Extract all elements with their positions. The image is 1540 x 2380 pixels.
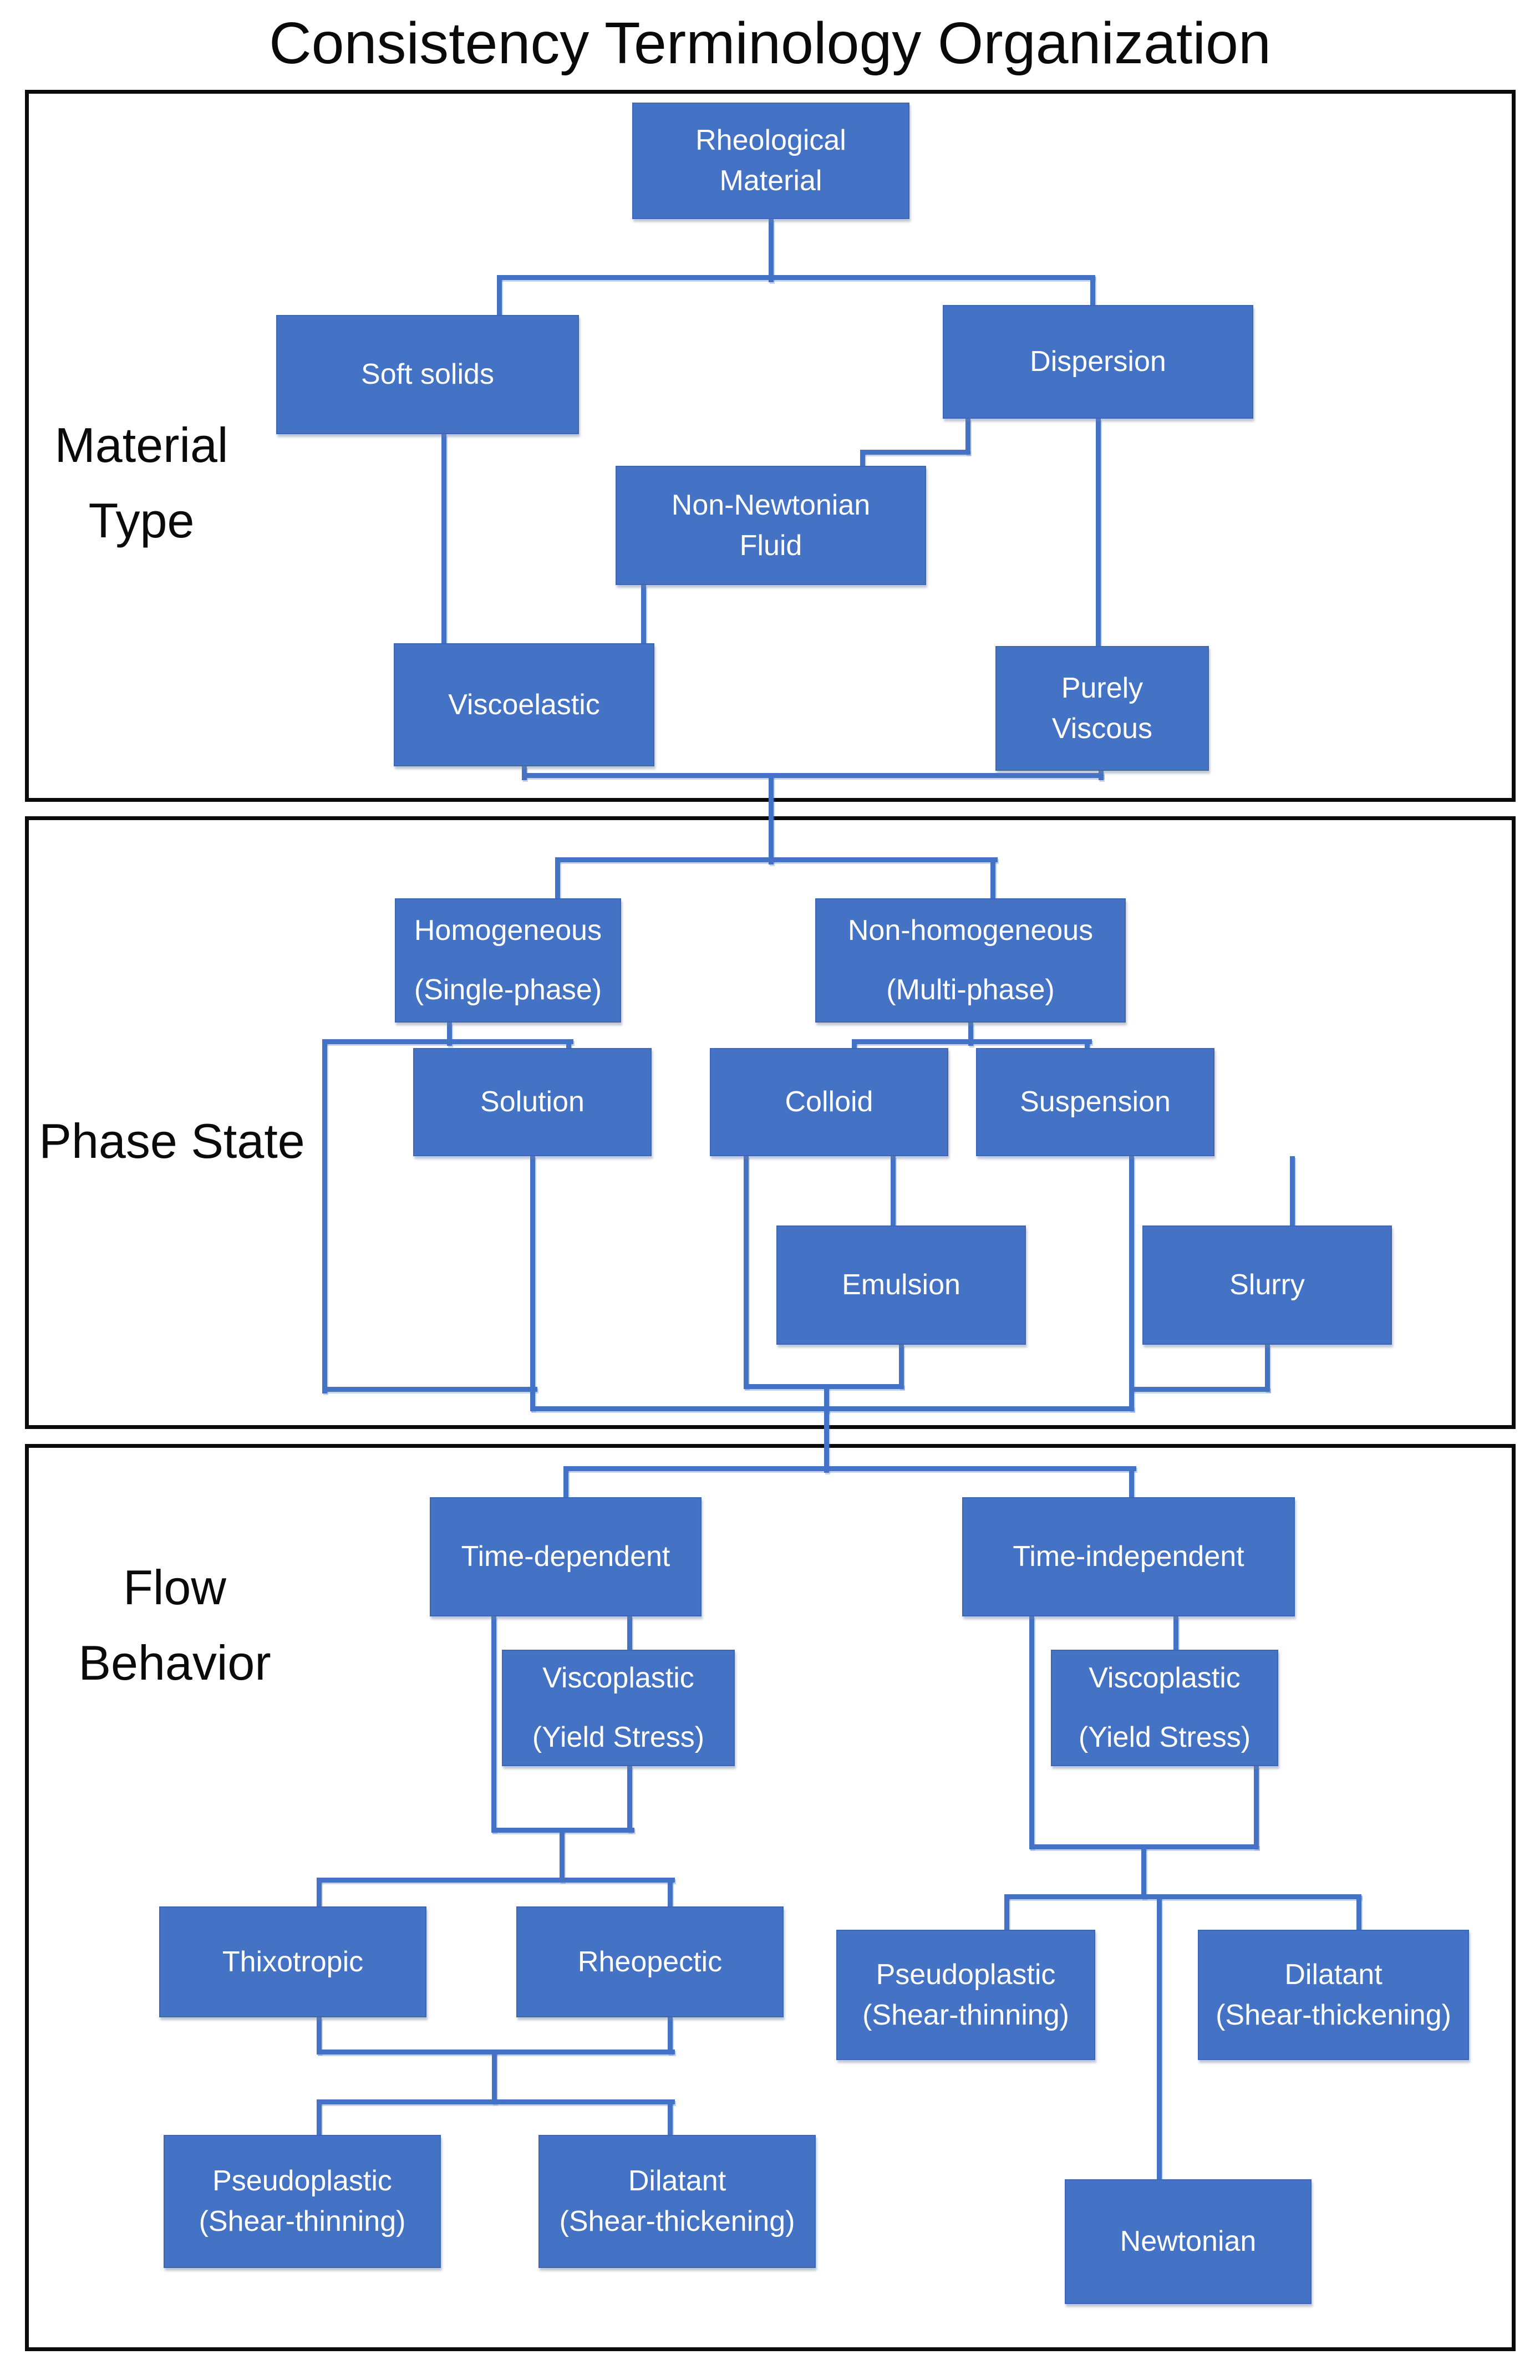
node-solution: Solution xyxy=(413,1048,652,1156)
connector-segment xyxy=(1141,1844,1146,1899)
connector-segment xyxy=(317,2017,322,2054)
connector-segment xyxy=(322,1039,327,1394)
connector-segment xyxy=(1157,1894,1162,2179)
node-dilatant-right: Dilatant (Shear-thickening) xyxy=(1198,1930,1469,2060)
connector-segment xyxy=(965,419,970,454)
node-newtonian: Newtonian xyxy=(1065,2179,1312,2304)
node-time-dependent: Time-dependent xyxy=(430,1497,702,1616)
connector-segment xyxy=(522,773,1104,778)
connector-segment xyxy=(1004,1894,1009,1932)
node-viscoplastic-right: Viscoplastic (Yield Stress) xyxy=(1051,1650,1278,1766)
connector-segment xyxy=(491,1616,496,1832)
connector-segment xyxy=(668,1878,673,1909)
connector-segment xyxy=(899,1345,904,1389)
connector-segment xyxy=(744,1156,749,1389)
connector-segment xyxy=(627,1766,632,1832)
connector-segment xyxy=(860,450,865,468)
connector-segment xyxy=(1090,275,1095,307)
node-time-independent: Time-independent xyxy=(962,1497,1295,1616)
connector-segment xyxy=(563,1466,1136,1471)
page-title: Consistency Terminology Organization xyxy=(269,11,1271,76)
connector-segment xyxy=(1096,419,1101,646)
node-dilatant-left: Dilatant (Shear-thickening) xyxy=(538,2135,816,2268)
connector-segment xyxy=(744,1384,904,1389)
connector-segment xyxy=(627,1616,632,1650)
connector-segment xyxy=(317,2099,675,2104)
connector-segment xyxy=(968,1023,973,1046)
connector-segment xyxy=(563,1466,568,1499)
node-rheological-material: Rheological Material xyxy=(632,103,909,219)
connector-segment xyxy=(891,1156,896,1225)
node-viscoplastic-left: Viscoplastic (Yield Stress) xyxy=(502,1650,735,1766)
connector-segment xyxy=(852,1039,857,1050)
connector-segment xyxy=(566,1039,571,1050)
connector-segment xyxy=(555,857,998,862)
connector-segment xyxy=(560,1828,565,1882)
node-rheopectic: Rheopectic xyxy=(516,1906,784,2017)
connector-segment xyxy=(492,2050,497,2104)
connector-segment xyxy=(497,275,502,317)
connector-segment xyxy=(317,1878,322,1909)
connector-segment xyxy=(769,219,774,282)
connector-segment xyxy=(990,857,995,901)
connector-segment xyxy=(447,1023,452,1046)
connector-segment xyxy=(824,1384,829,1413)
node-homogeneous: Homogeneous (Single-phase) xyxy=(395,898,621,1023)
node-dispersion: Dispersion xyxy=(943,305,1253,419)
node-viscoelastic: Viscoelastic xyxy=(394,643,654,766)
connector-segment xyxy=(317,1878,675,1883)
connector-segment xyxy=(1085,1039,1090,1050)
section-label-flow-behavior: Flow Behavior xyxy=(78,1560,271,1691)
connector-segment xyxy=(769,773,774,864)
connector-segment xyxy=(1129,1156,1134,1411)
connector-segment xyxy=(852,1039,1092,1044)
connector-segment xyxy=(824,1406,829,1473)
node-non-homogeneous: Non-homogeneous (Multi-phase) xyxy=(815,898,1126,1023)
connector-segment xyxy=(1004,1894,1361,1899)
connector-segment xyxy=(1029,1616,1034,1849)
connector-segment xyxy=(497,275,1095,280)
connector-segment xyxy=(441,434,446,643)
connector-segment xyxy=(530,1406,1134,1411)
node-pseudoplastic-left: Pseudoplastic (Shear-thinning) xyxy=(164,2135,441,2268)
connector-segment xyxy=(668,2099,673,2137)
connector-segment xyxy=(641,585,646,643)
connector-segment xyxy=(668,2017,673,2054)
connector-segment xyxy=(530,1156,535,1411)
connector-segment xyxy=(1129,1387,1270,1392)
node-soft-solids: Soft solids xyxy=(276,315,579,434)
section-label-phase-state: Phase State xyxy=(39,1113,305,1168)
node-pseudoplastic-right: Pseudoplastic (Shear-thinning) xyxy=(836,1930,1095,2060)
node-purely-viscous: Purely Viscous xyxy=(995,646,1209,771)
connector-segment xyxy=(1129,1466,1134,1499)
node-non-newtonian-fluid: Non-Newtonian Fluid xyxy=(616,466,926,585)
connector-segment xyxy=(555,857,560,901)
node-emulsion: Emulsion xyxy=(776,1225,1026,1345)
node-colloid: Colloid xyxy=(710,1048,948,1156)
connector-segment xyxy=(1290,1156,1295,1225)
connector-segment xyxy=(1173,1616,1178,1650)
connector-segment xyxy=(322,1387,537,1392)
section-label-material-type: Material Type xyxy=(54,418,228,548)
section-flow-behavior xyxy=(25,1444,1516,2351)
connector-segment xyxy=(317,2099,322,2137)
connector-segment xyxy=(1356,1894,1361,1932)
connector-segment xyxy=(1254,1766,1259,1849)
node-suspension: Suspension xyxy=(976,1048,1214,1156)
node-slurry: Slurry xyxy=(1142,1225,1392,1345)
connector-segment xyxy=(322,1039,573,1044)
connector-segment xyxy=(1265,1345,1270,1391)
connector-segment xyxy=(860,450,970,455)
node-thixotropic: Thixotropic xyxy=(159,1906,426,2017)
